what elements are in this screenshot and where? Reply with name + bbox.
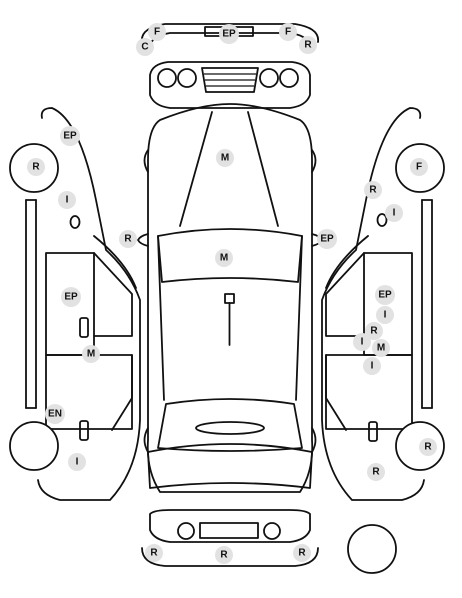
damage-marker-roof[interactable]: M bbox=[215, 249, 233, 267]
damage-marker-left-fender-lower[interactable]: I bbox=[58, 191, 76, 209]
rear-bumper bbox=[141, 547, 319, 567]
spare-wheel bbox=[347, 524, 397, 574]
damage-marker-code: R bbox=[124, 234, 132, 245]
damage-marker-left-rear-quarter[interactable]: I bbox=[68, 453, 86, 471]
damage-marker-bg bbox=[61, 287, 81, 307]
damage-marker-bg bbox=[119, 230, 137, 248]
damage-marker-code: I bbox=[393, 208, 396, 219]
damage-marker-bg bbox=[82, 345, 100, 363]
damage-marker-bg bbox=[385, 204, 403, 222]
damage-marker-code: I bbox=[361, 337, 364, 348]
damage-marker-code: R bbox=[424, 442, 432, 453]
damage-marker-bg bbox=[148, 23, 166, 41]
damage-marker-bg bbox=[215, 546, 233, 564]
damage-marker-bg bbox=[216, 149, 234, 167]
damage-marker-bg bbox=[68, 453, 86, 471]
damage-marker-right-door-d[interactable]: M bbox=[372, 339, 390, 357]
damage-marker-code: EN bbox=[48, 409, 62, 420]
damage-marker-left-front-wheel[interactable]: R bbox=[27, 158, 45, 176]
damage-marker-code: EP bbox=[222, 29, 236, 40]
damage-marker-code: I bbox=[384, 310, 387, 321]
damage-marker-bg bbox=[365, 322, 383, 340]
damage-marker-bg bbox=[299, 36, 317, 54]
damage-marker-left-front-door[interactable]: EP bbox=[61, 287, 81, 307]
damage-marker-front-bumper-ep[interactable]: EP bbox=[219, 24, 239, 44]
damage-marker-front-bumper-f-left[interactable]: F bbox=[148, 23, 166, 41]
damage-marker-bg bbox=[410, 158, 428, 176]
damage-marker-code: R bbox=[298, 548, 306, 559]
damage-marker-mirror-left[interactable]: R bbox=[119, 230, 137, 248]
damage-marker-left-pillar[interactable]: M bbox=[82, 345, 100, 363]
damage-marker-right-front-door[interactable]: EP bbox=[375, 285, 395, 305]
damage-marker-bg bbox=[353, 333, 371, 351]
damage-marker-rear-bumper-right[interactable]: R bbox=[293, 544, 311, 562]
damage-marker-code: EP bbox=[63, 131, 77, 142]
damage-marker-bg bbox=[60, 126, 80, 146]
damage-marker-left-front-fender[interactable]: EP bbox=[60, 126, 80, 146]
damage-marker-code: M bbox=[87, 349, 95, 360]
damage-marker-code: EP bbox=[378, 290, 392, 301]
damage-marker-bg bbox=[58, 191, 76, 209]
damage-marker-code: M bbox=[220, 253, 228, 264]
damage-marker-bg bbox=[279, 23, 297, 41]
damage-marker-right-front-wheel[interactable]: F bbox=[410, 158, 428, 176]
damage-marker-right-front-fender[interactable]: R bbox=[364, 181, 382, 199]
damage-marker-code: EP bbox=[64, 292, 78, 303]
damage-marker-code: R bbox=[304, 40, 312, 51]
damage-marker-code: R bbox=[220, 550, 228, 561]
damage-marker-right-rear-quarter[interactable]: R bbox=[367, 463, 385, 481]
damage-marker-mirror-right[interactable]: EP bbox=[317, 229, 337, 249]
damage-marker-front-bumper-f-right[interactable]: F bbox=[279, 23, 297, 41]
damage-marker-bg bbox=[364, 181, 382, 199]
damage-marker-rear-bumper-center[interactable]: R bbox=[215, 546, 233, 564]
damage-marker-code: M bbox=[221, 153, 229, 164]
front-fascia bbox=[149, 61, 311, 109]
rear-fascia bbox=[149, 509, 311, 543]
damage-marker-bg bbox=[376, 306, 394, 324]
damage-marker-bg bbox=[367, 463, 385, 481]
damage-marker-right-rear-wheel[interactable]: R bbox=[419, 438, 437, 456]
damage-marker-code: R bbox=[370, 326, 378, 337]
damage-marker-rear-bumper-left[interactable]: R bbox=[145, 544, 163, 562]
damage-marker-code: F bbox=[285, 27, 291, 38]
damage-marker-bg bbox=[375, 285, 395, 305]
damage-marker-code: C bbox=[141, 42, 148, 53]
damage-marker-bg bbox=[372, 339, 390, 357]
damage-marker-bg bbox=[45, 404, 65, 424]
damage-marker-bg bbox=[419, 438, 437, 456]
damage-marker-code: R bbox=[369, 185, 377, 196]
damage-marker-code: I bbox=[66, 195, 69, 206]
car-body-top bbox=[137, 103, 323, 493]
damage-marker-code: F bbox=[154, 27, 160, 38]
damage-marker-front-bumper-c-left[interactable]: C bbox=[136, 38, 154, 56]
damage-marker-bg bbox=[219, 24, 239, 44]
damage-marker-code: M bbox=[377, 343, 385, 354]
damage-marker-right-door-b[interactable]: R bbox=[365, 322, 383, 340]
damage-marker-left-rocker[interactable]: EN bbox=[45, 404, 65, 424]
damage-marker-bg bbox=[317, 229, 337, 249]
damage-marker-code: I bbox=[371, 361, 374, 372]
damage-marker-right-door-e[interactable]: I bbox=[363, 357, 381, 375]
damage-marker-bg bbox=[27, 158, 45, 176]
damage-marker-code: F bbox=[416, 162, 422, 173]
damage-marker-hood[interactable]: M bbox=[216, 149, 234, 167]
left-side-profile bbox=[9, 107, 141, 501]
damage-marker-code: R bbox=[372, 467, 380, 478]
damage-marker-code: I bbox=[76, 457, 79, 468]
damage-marker-code: R bbox=[32, 162, 40, 173]
damage-marker-front-bumper-r-right[interactable]: R bbox=[299, 36, 317, 54]
damage-marker-bg bbox=[145, 544, 163, 562]
damage-marker-bg bbox=[293, 544, 311, 562]
damage-marker-right-fender-lower[interactable]: I bbox=[385, 204, 403, 222]
damage-marker-bg bbox=[136, 38, 154, 56]
damage-marker-right-door-c[interactable]: I bbox=[353, 333, 371, 351]
damage-marker-right-door-a[interactable]: I bbox=[376, 306, 394, 324]
damage-marker-code: EP bbox=[320, 234, 334, 245]
damage-marker-bg bbox=[363, 357, 381, 375]
damage-marker-code: R bbox=[150, 548, 158, 559]
damage-marker-bg bbox=[215, 249, 233, 267]
